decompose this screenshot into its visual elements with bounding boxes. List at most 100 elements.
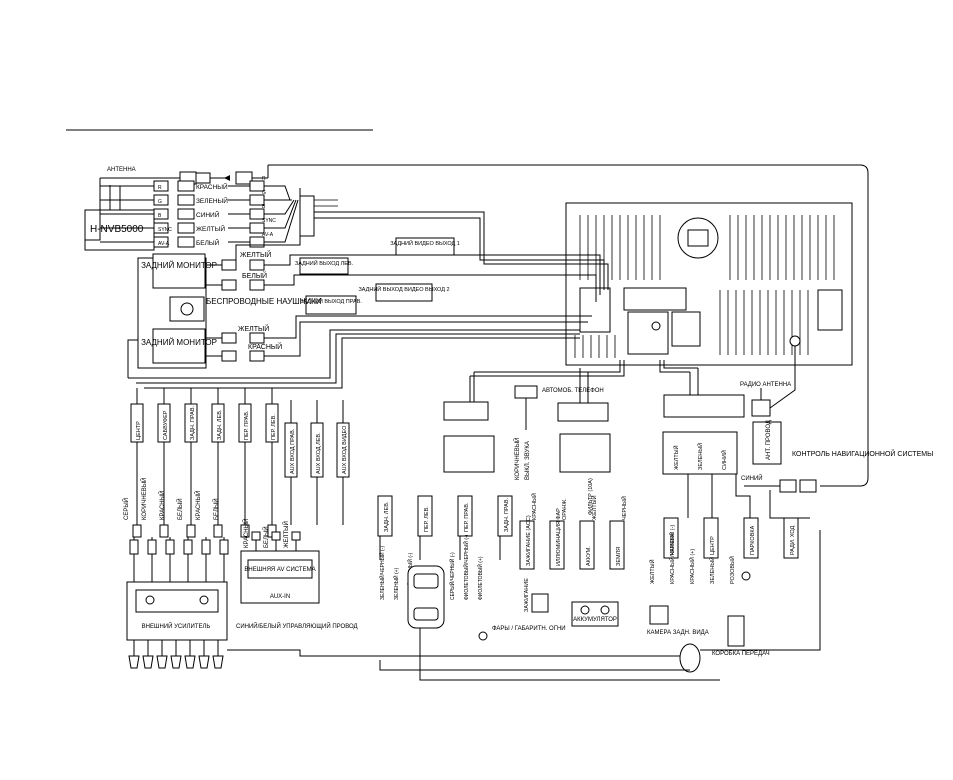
aux-wire-colors: КРАСНЫЙ БЕЛЫЙ ЖЕЛТЫЙ <box>242 519 301 551</box>
connectors <box>443 360 745 473</box>
aux-input-label: AUX ВХОД ЛЕВ. <box>316 432 322 474</box>
speaker-wire <box>379 536 501 560</box>
rear-monitor-2-label: ЗАДНИЙ МОНИТОР <box>141 338 217 347</box>
amp-control-label: СИНИЙ/БЕЛЫЙ УПРАВЛЯЮЩИЙ ПРОВОД <box>236 622 358 630</box>
rca-plug <box>219 539 229 555</box>
video-out-right-label: ЗАДНИЙ ВЫХОД ПРАВ. <box>300 297 362 305</box>
power-color-label: КРАСНЫЙ <box>530 493 538 520</box>
monitor-wires: ЖЕЛТЫЙ БЕЛЫЙ ЖЕЛТЫЙ КРАСНЫЙ <box>127 211 609 378</box>
headlight-lamp <box>478 631 488 641</box>
amp-speaker-terminal <box>156 655 168 669</box>
battery-label: АККУМУЛЯТОР <box>573 617 617 623</box>
amp-speaker-terminal <box>212 655 224 669</box>
nvb-right-tag: G <box>262 190 266 196</box>
battery-box <box>571 601 619 627</box>
speaker-box <box>497 495 513 537</box>
power-box <box>549 520 565 570</box>
speaker-box <box>377 495 393 537</box>
rca-output-label: ЦЕНТР <box>136 421 142 440</box>
video-out-1-label: ЗАДНИЙ ВИДЕО ВЫХОД 1 <box>390 239 460 247</box>
rca-plug <box>183 539 193 555</box>
nvb-module-label: H-NVB5000 <box>90 224 144 235</box>
radio-antenna-label: РАДИО АНТЕННА <box>740 382 791 388</box>
video-out-left-label: ЗАДНИЙ ВЫХОД ЛЕВ. <box>295 259 354 267</box>
aux-in-label: AUX-IN <box>270 594 290 600</box>
battery-plus-terminal <box>580 605 590 615</box>
ant-wire-label: АНТ. ПРОВОД <box>766 420 772 460</box>
rear-camera-label: КАМЕРА ЗАДН. ВИДА <box>647 630 709 636</box>
gearbox-label: КОРОБКА ПЕРЕДАЧ <box>712 651 770 657</box>
aux-wire-color-label: БЕЛЫЙ <box>262 526 270 548</box>
nvb-wire <box>264 199 297 229</box>
rca-output-label: ПЕР. ПРАВ. <box>244 410 250 440</box>
speaker-section: ЗАДН. ЛЕВ.ПЕР. ЛЕВ.ПЕР. ПРАВ.ЗАДН. ПРАВ.… <box>377 495 513 600</box>
car-figure <box>407 565 445 629</box>
blue-wire-label: СИНИЙ <box>741 474 763 482</box>
nvb-right-tag: R <box>262 176 266 182</box>
rca-plug <box>201 539 211 555</box>
nvb-module: H-NVB5000 <box>84 209 155 251</box>
power-label: ЗАЖИГАНИЕ (ACC) <box>526 515 532 566</box>
amp-speaker-terminal <box>184 655 196 669</box>
rca-output-label: ЗАДН. ЛЕВ. <box>217 409 223 440</box>
aux-inputs: AUX ВХОД ПРАВ.AUX ВХОД ЛЕВ.AUX ВХОД ВИДЕ… <box>284 400 350 525</box>
rca-plug <box>177 194 195 206</box>
speaker-wire-label: ЗЕЛЕНЫЙ/ЧЕРНЫЙ (-) <box>378 546 386 600</box>
headlights-label: ФАРЫ / ГАБАРИТН. ОГНИ <box>492 626 566 632</box>
mon1-yellow-label: ЖЕЛТЫЙ <box>240 250 271 259</box>
camera-wire-label: КРАСНЫЙ/ЧЕРНЫЙ (-) <box>668 525 676 584</box>
aux-wire-color-label: ЖЕЛТЫЙ <box>282 521 290 548</box>
aux-input-label: AUX ВХОД ВИДЕО <box>342 425 348 474</box>
camera-box <box>703 517 719 559</box>
camera-box <box>743 517 759 559</box>
nvb-color-label: БЕЛЫЙ <box>196 238 220 247</box>
rca-plug <box>177 180 195 192</box>
camera-wire-label: РОЗОВЫЙ <box>728 556 736 584</box>
external-amplifier: ВНЕШНИЙ УСИЛИТЕЛЬ <box>126 581 228 669</box>
nvb-right-tag: AV-A <box>262 232 274 238</box>
amp-speaker-terminal <box>170 655 182 669</box>
headphones-label: БЕСПРОВОДНЫЕ НАУШНИКИ <box>206 297 322 306</box>
rca-output-label: САБВУФЕР <box>163 410 169 440</box>
speaker-wire-label: ФИОЛЕТОВЫЙ (+) <box>476 556 484 600</box>
rca-plug <box>240 524 250 538</box>
rca-plug <box>213 524 223 538</box>
speaker-wire-label: ФИОЛЕТОВЫЙ/ЧЕРНЫЙ (-) <box>462 534 470 600</box>
amp-wire-color-label: КРАСНЫЙ <box>158 491 166 520</box>
camera-header-box <box>662 431 738 475</box>
camera-wire-label: ЗЕЛЕНЫЙ <box>708 557 716 584</box>
power-box <box>579 520 595 570</box>
amp-wire-color-label: БЕЛЫЙ <box>176 498 184 520</box>
camera-box-label: ПАРКОВКА <box>750 525 756 555</box>
amp-speaker-terminal <box>198 655 210 669</box>
aux-wire-color-label: КРАСНЫЙ <box>242 519 250 548</box>
camera-box-label: ЦЕНТР <box>710 536 716 555</box>
video-out-2-label: ЗАДНИЙ ВЫХОД ВИДЕО ВЫХОД 2 <box>358 285 449 293</box>
speaker-label: ЗАДН. ЛЕВ. <box>384 501 390 532</box>
mon1-white-label: БЕЛЫЙ <box>242 271 267 280</box>
phone-mute-label: ВЫКЛ. ЗВУКА <box>525 441 531 480</box>
rca-plug <box>177 222 195 234</box>
rear-monitor-1-label: ЗАДНИЙ МОНИТОР <box>141 261 217 270</box>
nvb-wire <box>264 185 291 201</box>
camera-header-label: ЖЕЛТЫЙ <box>672 445 680 470</box>
nvb-color-label: КРАСНЫЙ <box>196 182 228 191</box>
nvb-tag: R <box>158 185 162 191</box>
amp-wire-color-label: БЕЛЫЙ <box>212 498 220 520</box>
rca-plug <box>271 531 281 541</box>
speaker-label: ПЕР. ЛЕВ. <box>424 506 430 532</box>
camera-wire-label: ЖЕЛТЫЙ <box>648 559 656 584</box>
ext-av-label: ВНЕШНЯЯ AV СИСТЕМА <box>244 567 315 573</box>
rca-plug <box>147 539 157 555</box>
amp-wire-color-label: КРАСНЫЙ <box>194 491 202 520</box>
mon2-red-label: КРАСНЫЙ <box>248 342 282 351</box>
speaker-wire-label: ЗЕЛЕНЫЙ (+) <box>392 567 400 600</box>
rca-bundle <box>128 329 580 389</box>
speaker-label: ЗАДН. ПРАВ. <box>504 497 510 532</box>
power-box <box>609 520 625 570</box>
nvb-color-label: ЗЕЛЕНЫЙ <box>196 196 228 205</box>
